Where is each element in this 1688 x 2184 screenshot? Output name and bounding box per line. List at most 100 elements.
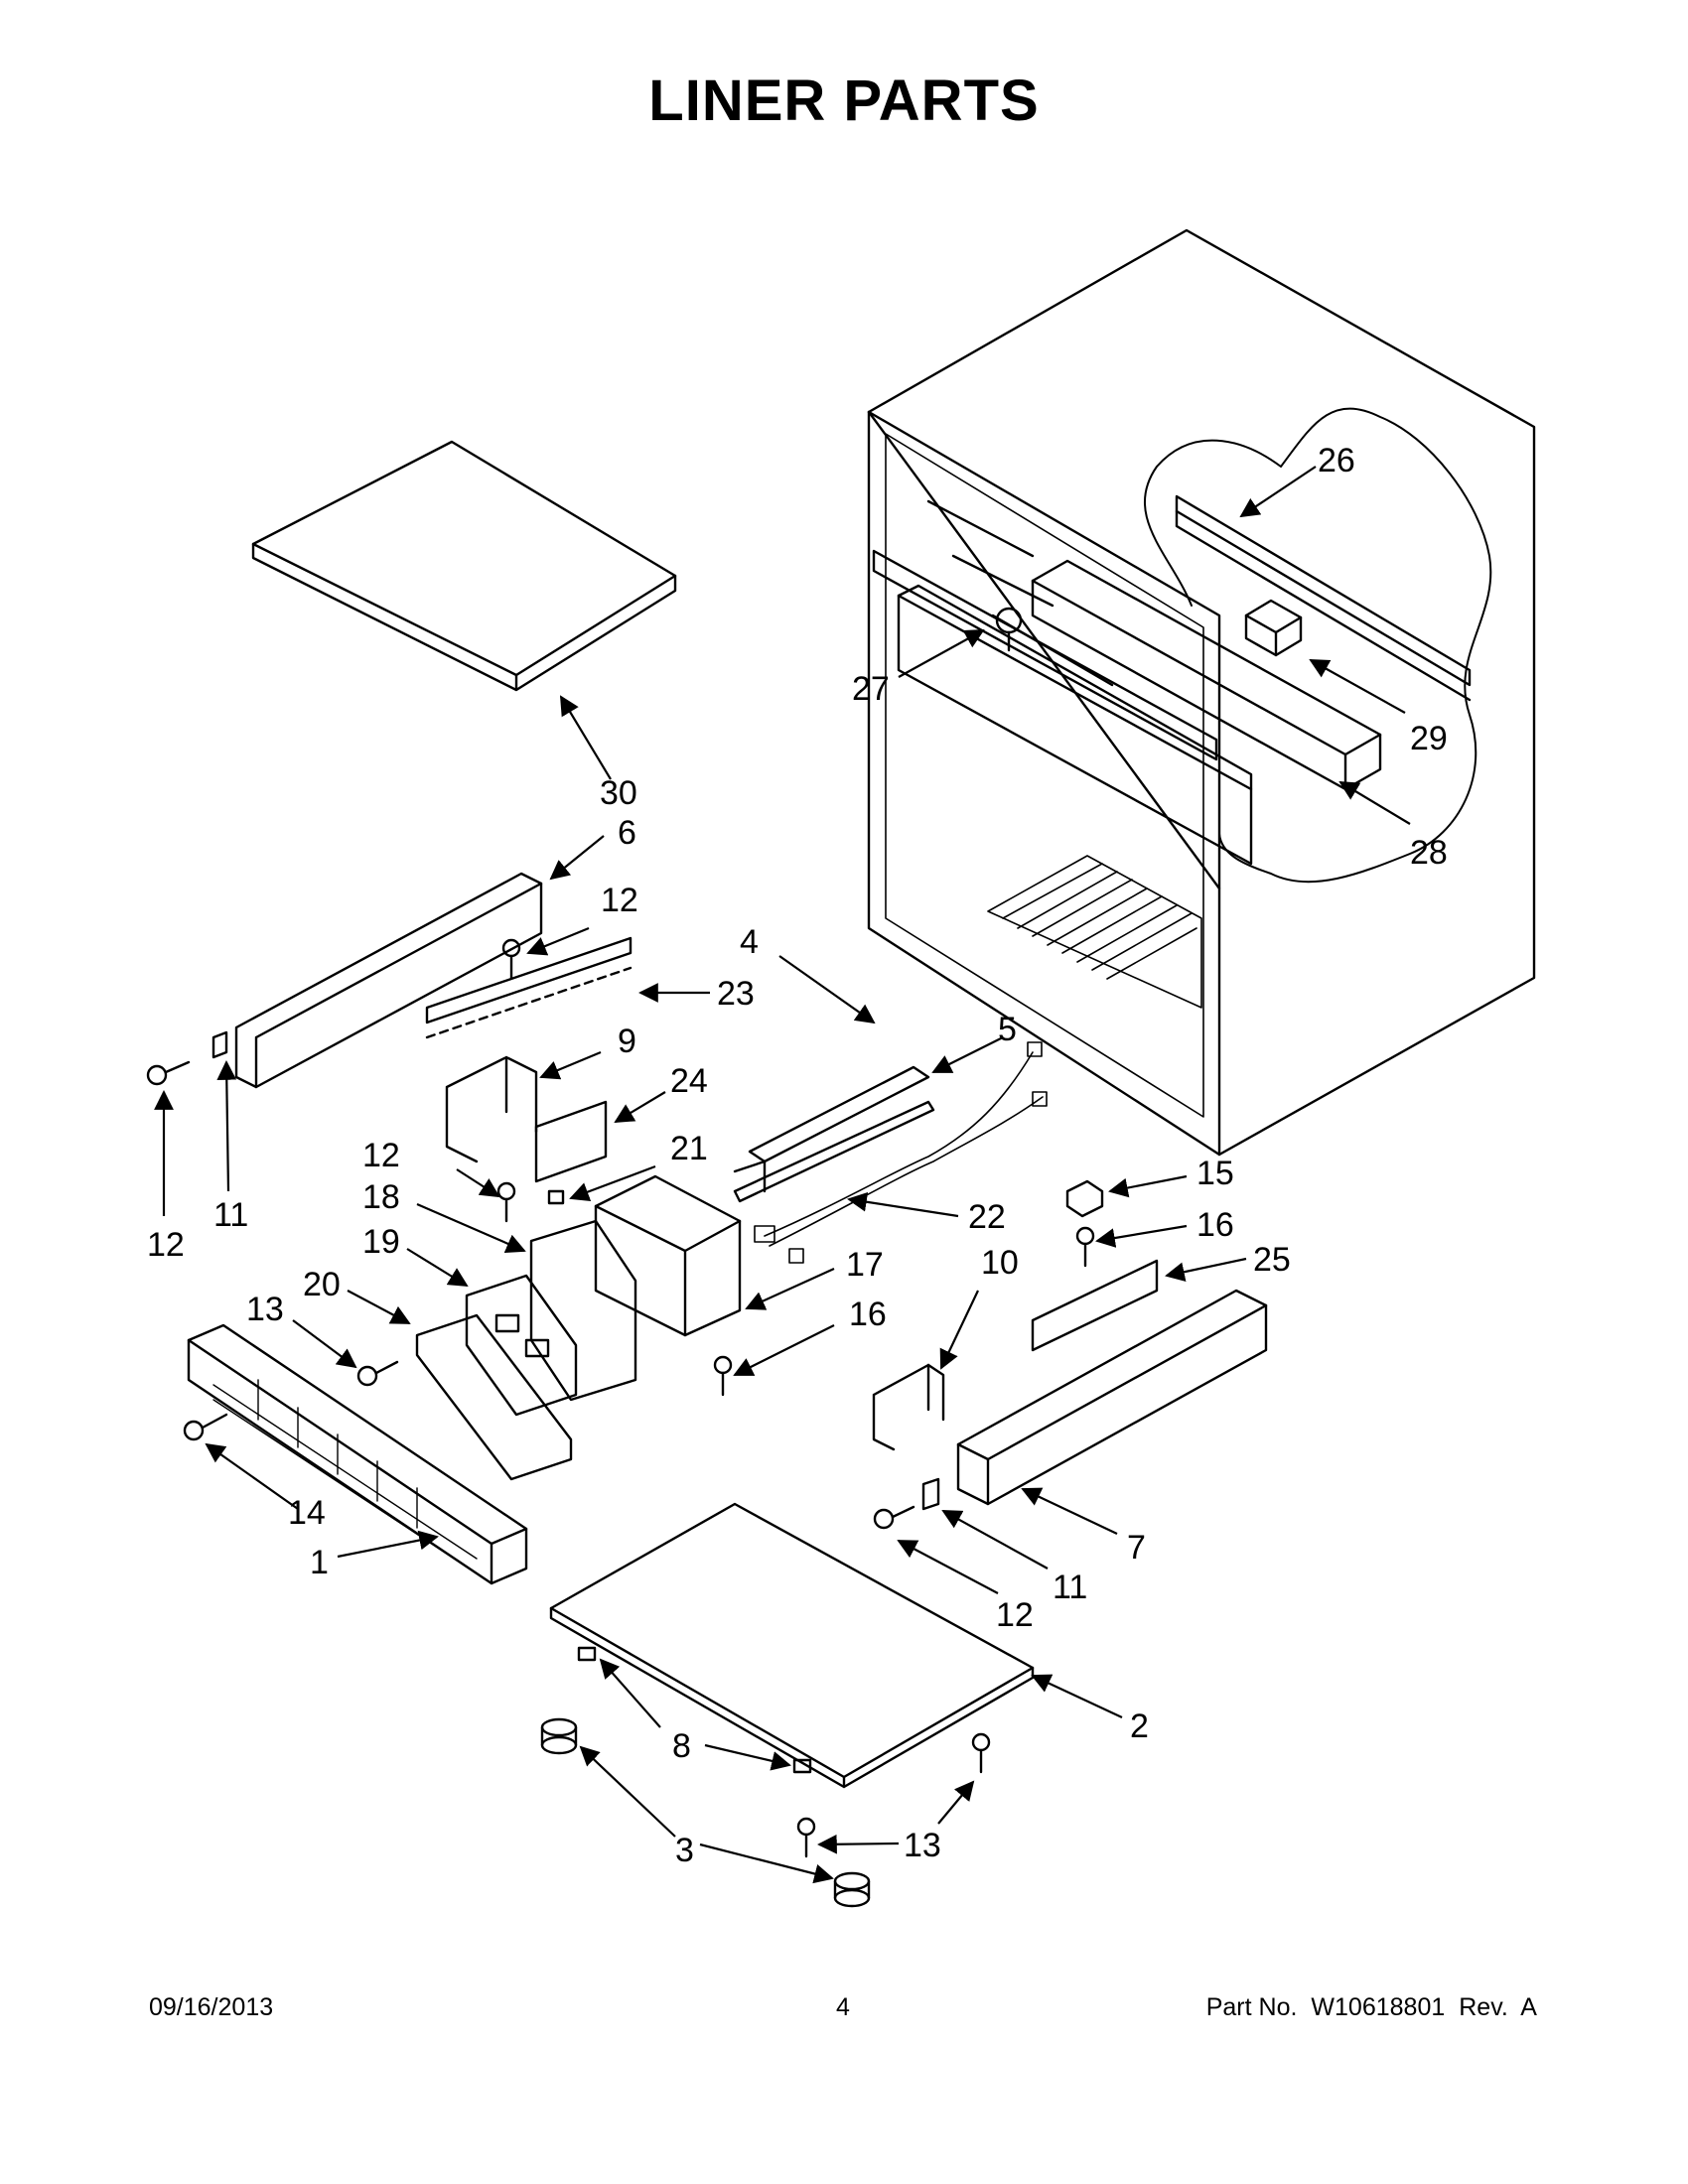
leader-27 bbox=[898, 629, 985, 678]
callout-27: 27 bbox=[852, 670, 890, 708]
leader-2 bbox=[1031, 1674, 1123, 1718]
callout-13b: 13 bbox=[904, 1827, 941, 1864]
callout-19: 19 bbox=[362, 1223, 400, 1261]
footer-page-number: 4 bbox=[836, 1993, 850, 2021]
callout-10: 10 bbox=[981, 1244, 1019, 1282]
part-11-clip-left bbox=[211, 1030, 228, 1059]
part-21-clip bbox=[547, 1189, 565, 1205]
callout-25: 25 bbox=[1253, 1241, 1291, 1279]
leader-19 bbox=[406, 1248, 469, 1288]
callout-16a: 16 bbox=[1196, 1206, 1234, 1244]
part-number-label: Part No. bbox=[1205, 1993, 1298, 2021]
part-number-value: W10618801 bbox=[1311, 1993, 1446, 2021]
leader-15 bbox=[1108, 1174, 1188, 1198]
leader-7 bbox=[1021, 1487, 1118, 1535]
callout-12c: 12 bbox=[147, 1226, 185, 1264]
liner-cutaway bbox=[1144, 407, 1492, 884]
callout-29: 29 bbox=[1410, 720, 1448, 757]
part-25-gasket bbox=[1031, 1259, 1159, 1352]
part-23-gasket bbox=[425, 936, 633, 1039]
leader-6 bbox=[549, 835, 605, 881]
part-19-board bbox=[465, 1274, 578, 1417]
callout-28: 28 bbox=[1410, 834, 1448, 872]
part-12-screw-left bbox=[146, 1060, 191, 1086]
leader-14 bbox=[205, 1442, 299, 1510]
leader-13a bbox=[292, 1319, 357, 1369]
part-8-clip-right bbox=[792, 1758, 812, 1774]
revision: Rev. A bbox=[1459, 1993, 1537, 2021]
callout-7: 7 bbox=[1127, 1529, 1146, 1567]
callout-6: 6 bbox=[618, 814, 636, 852]
callout-14: 14 bbox=[288, 1494, 326, 1532]
leader-24 bbox=[614, 1091, 666, 1124]
callout-16b: 16 bbox=[849, 1296, 887, 1333]
callout-11a: 11 bbox=[213, 1196, 248, 1234]
part-6-channel bbox=[234, 872, 543, 1089]
part-5-strip bbox=[733, 1100, 935, 1203]
leader-30 bbox=[559, 695, 612, 780]
page-title: LINER PARTS bbox=[648, 68, 1040, 133]
part-11-clip-right bbox=[921, 1477, 940, 1511]
callout-9: 9 bbox=[618, 1023, 636, 1060]
part-1-grille bbox=[187, 1323, 528, 1585]
callout-4: 4 bbox=[740, 923, 759, 961]
part-22-harness bbox=[754, 1041, 1048, 1264]
leader-13c bbox=[937, 1780, 975, 1825]
leader-20 bbox=[347, 1290, 411, 1324]
leader-18 bbox=[416, 1202, 526, 1253]
callout-3: 3 bbox=[675, 1832, 694, 1869]
liner-floor-grate bbox=[987, 855, 1202, 1009]
part-12-screw-upper bbox=[501, 938, 521, 980]
leader-11b bbox=[941, 1510, 1049, 1570]
callout-12b: 12 bbox=[362, 1137, 400, 1174]
leader-12d bbox=[897, 1540, 999, 1594]
part-3-foot-right bbox=[833, 1871, 871, 1908]
part-29-block bbox=[1244, 599, 1303, 657]
callout-11b: 11 bbox=[1053, 1569, 1087, 1606]
leader-16a bbox=[1095, 1224, 1188, 1248]
part-2-bottom-plate bbox=[549, 1502, 1035, 1789]
part-9-bracket bbox=[445, 1055, 538, 1163]
part-24-pad bbox=[534, 1100, 608, 1183]
leader-13b bbox=[817, 1834, 900, 1854]
part-15-clip bbox=[1065, 1179, 1104, 1218]
part-17-control-box bbox=[594, 1174, 742, 1337]
leader-25 bbox=[1165, 1257, 1247, 1282]
leader-3a bbox=[579, 1745, 676, 1838]
part-13-screw-left bbox=[356, 1360, 399, 1387]
leader-26 bbox=[1239, 466, 1317, 518]
part-27-shelf-rails bbox=[872, 499, 1253, 866]
leader-8b bbox=[704, 1743, 791, 1771]
part-14-screw bbox=[183, 1413, 228, 1441]
callout-20: 20 bbox=[303, 1266, 341, 1303]
part-10-bracket bbox=[872, 1363, 945, 1451]
callout-23: 23 bbox=[717, 975, 755, 1013]
leader-22 bbox=[847, 1191, 959, 1218]
leader-11a bbox=[216, 1060, 237, 1192]
callout-22: 22 bbox=[968, 1198, 1006, 1236]
part-30-top-panel bbox=[251, 440, 677, 692]
callout-21: 21 bbox=[670, 1130, 708, 1167]
callout-13a: 13 bbox=[246, 1291, 284, 1328]
callout-18: 18 bbox=[362, 1178, 400, 1216]
part-13-screw-bottom-a bbox=[796, 1817, 816, 1858]
part-18-board bbox=[529, 1219, 637, 1402]
callout-15: 15 bbox=[1196, 1155, 1234, 1192]
leader-10 bbox=[939, 1290, 979, 1370]
part-3-foot-left bbox=[540, 1717, 578, 1755]
callout-26: 26 bbox=[1318, 442, 1355, 479]
callout-2: 2 bbox=[1130, 1707, 1149, 1745]
leader-29 bbox=[1309, 659, 1406, 714]
callout-30: 30 bbox=[600, 774, 637, 812]
callout-12a: 12 bbox=[601, 882, 638, 919]
leader-12b bbox=[456, 1168, 500, 1198]
part-16-screw-a bbox=[1075, 1226, 1095, 1268]
cabinet-liner bbox=[867, 228, 1536, 1157]
part-12-screw-middle bbox=[496, 1181, 516, 1223]
part-20-cover bbox=[415, 1313, 573, 1481]
leader-5 bbox=[931, 1036, 1004, 1073]
part-4-shelf bbox=[733, 1065, 930, 1193]
callout-12d: 12 bbox=[996, 1596, 1034, 1634]
callout-24: 24 bbox=[670, 1062, 708, 1100]
